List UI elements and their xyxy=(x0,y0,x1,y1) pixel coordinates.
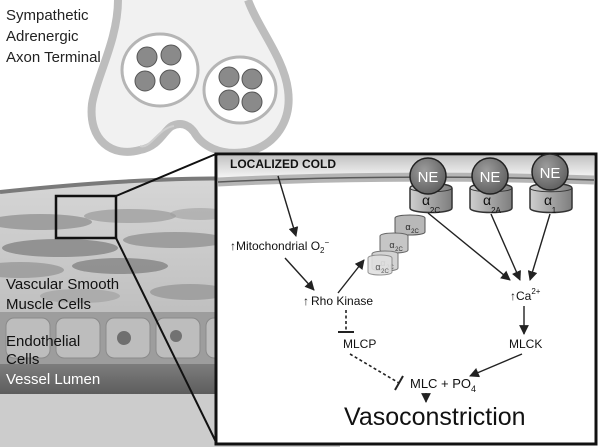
arrow-alpha2a-to-calcium xyxy=(490,213,521,281)
translocating-alpha2c-receptor: α 2C xyxy=(394,214,426,236)
norepinephrine-ligand xyxy=(471,157,509,195)
inhibition-mlcp-to-mlc xyxy=(349,353,400,384)
calcium-label: ↑Ca2+ xyxy=(510,287,541,303)
vessel-lumen-label: Vessel Lumen xyxy=(6,371,100,388)
inhibition-bar-mlc xyxy=(394,375,404,391)
mlcp-label: MLCP xyxy=(343,337,376,351)
axon-terminal-label: Sympathetic xyxy=(6,7,89,24)
receptor-alpha-label: α xyxy=(544,192,552,208)
arrow-alpha2c-to-calcium xyxy=(427,212,511,281)
axon-terminal-label: Adrenergic xyxy=(6,28,79,45)
mlc-po4-label: MLC + PO4 xyxy=(410,376,476,394)
translocating-alpha2c-receptor: α 2C xyxy=(367,254,393,276)
arrow-rho-to-alpha2c xyxy=(337,259,365,294)
ne-label: NE xyxy=(418,169,439,186)
pathway-arrows xyxy=(277,175,551,403)
svg-text:2C: 2C xyxy=(395,247,403,253)
endothelial-label: Endothelial xyxy=(6,333,80,350)
translocating-alpha2c-receptor: α 2C xyxy=(379,232,409,254)
arrow-alpha1-to-calcium xyxy=(527,213,551,281)
arrow-cold-to-mitochondrial xyxy=(277,175,299,237)
zoom-connector-line xyxy=(115,153,217,197)
norepinephrine-ligand xyxy=(409,157,447,195)
synaptic-vesicle xyxy=(202,55,278,125)
alpha2a-receptor: NE α 2A xyxy=(469,157,513,215)
svg-text:2C: 2C xyxy=(411,229,419,235)
zoom-region-box xyxy=(54,194,118,240)
synaptic-vesicle xyxy=(120,32,200,108)
receptor-subtype-label: 2C xyxy=(430,206,440,215)
smooth-muscle-label: Vascular Smooth xyxy=(6,276,119,293)
axon-terminal-label: Axon Terminal xyxy=(6,49,101,66)
receptor-alpha-label: α xyxy=(422,192,430,208)
receptor-alpha-label: α xyxy=(483,192,491,208)
endothelial-label: Cells xyxy=(6,351,39,368)
alpha1-receptor: NE α 1 xyxy=(529,153,573,215)
svg-text:α: α xyxy=(389,240,394,250)
smooth-muscle-label: Muscle Cells xyxy=(6,296,91,313)
norepinephrine-ligand xyxy=(531,153,569,191)
arrow-mlck-to-mlc xyxy=(469,353,523,378)
ne-label: NE xyxy=(480,169,501,186)
svg-text:α: α xyxy=(375,262,380,272)
localized-cold-label: LOCALIZED COLD xyxy=(230,157,336,171)
receptor-subtype-label: 1 xyxy=(552,206,557,215)
alpha2c-receptor: NE α 2C xyxy=(409,157,453,215)
receptor-subtype-label: 2A xyxy=(491,206,501,215)
vasoconstriction-label: Vasoconstriction xyxy=(344,403,526,431)
inhibition-lines xyxy=(338,310,404,391)
ne-label: NE xyxy=(540,165,561,182)
rho-kinase-label: ↑Rho Kinase xyxy=(303,294,373,308)
svg-text:α: α xyxy=(405,222,410,232)
zoom-connector-line xyxy=(115,237,217,443)
svg-text:2C: 2C xyxy=(381,269,389,275)
arrow-mitochondrial-to-rho xyxy=(284,257,315,291)
mlck-label: MLCK xyxy=(509,337,542,351)
mitochondrial-o2-label: ↑Mitochondrial O2− xyxy=(230,238,330,255)
